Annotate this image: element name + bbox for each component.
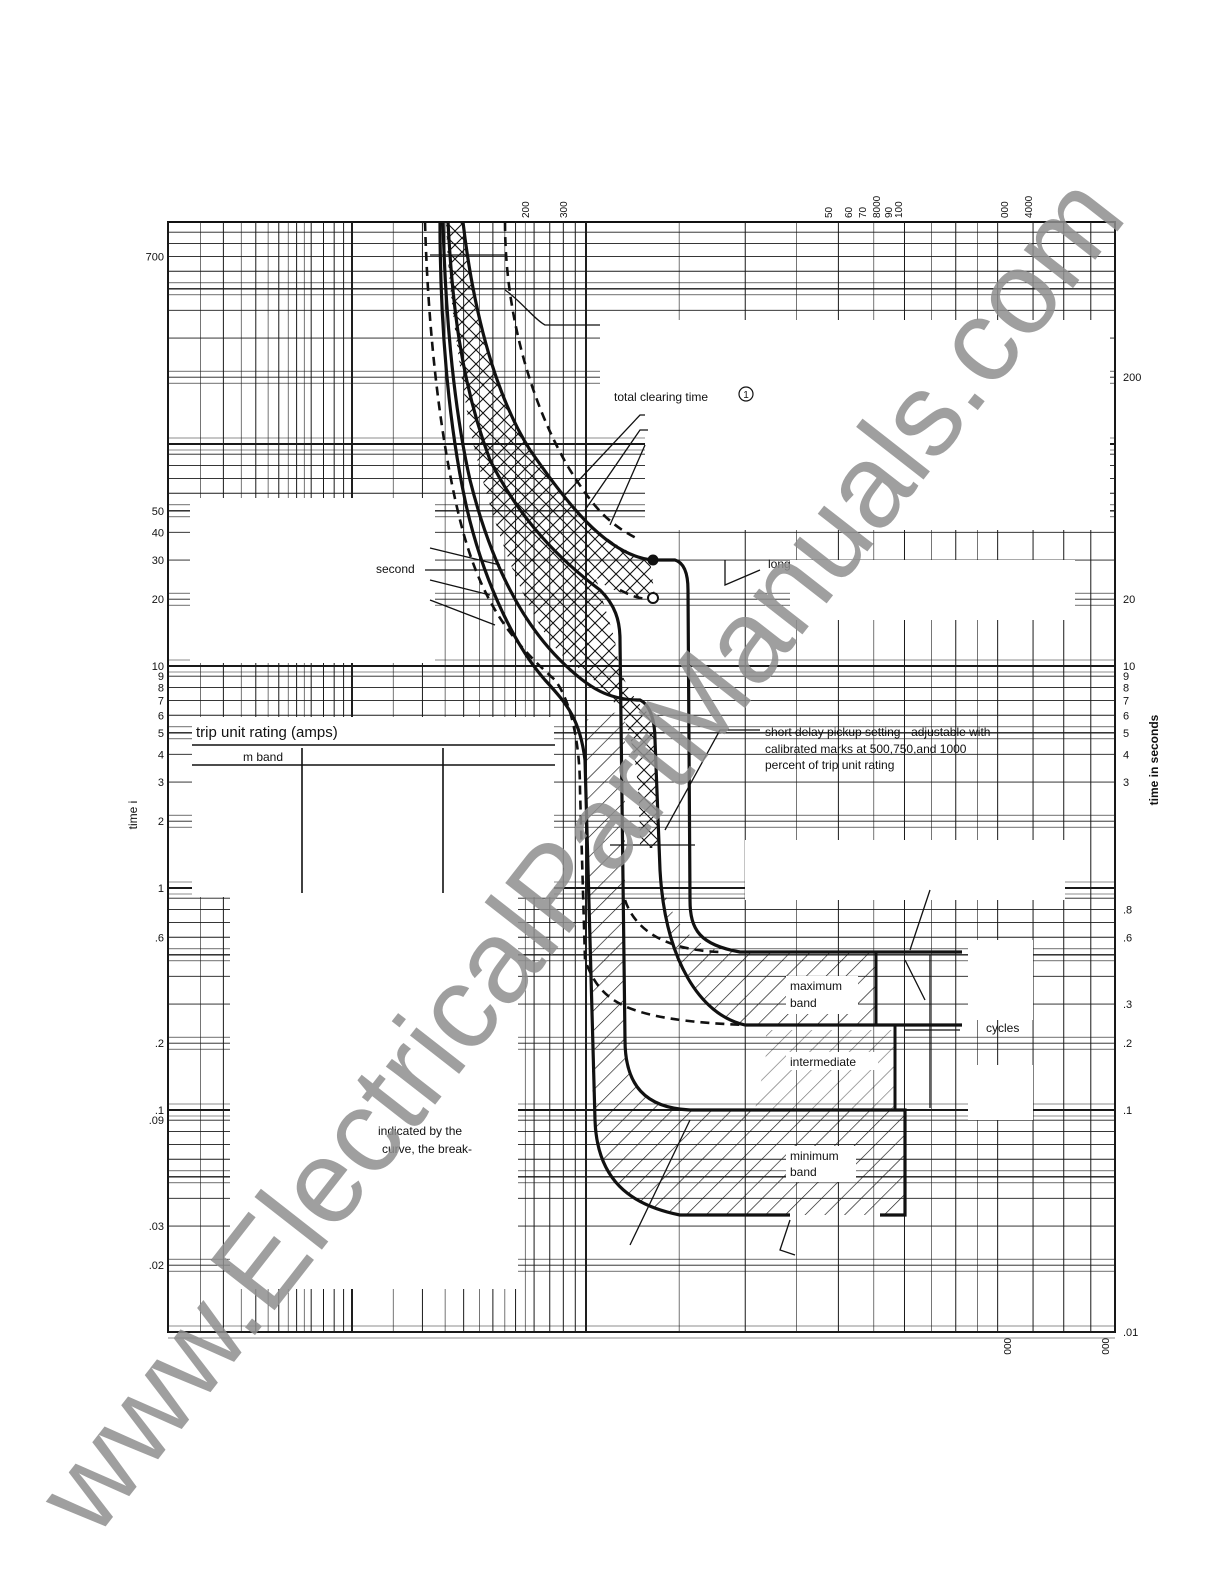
right-tick-label: .2 (1123, 1038, 1132, 1050)
left-tick-label: 1 (158, 883, 164, 895)
dashed-outer (503, 221, 641, 542)
pickup-dot-open (647, 592, 659, 604)
label-second: second (376, 562, 415, 576)
bottom-tick-label: 000 (1099, 1338, 1110, 1355)
top-tick-label: 300 (559, 201, 570, 218)
right-tick-label: 4 (1123, 749, 1129, 761)
left-tick-label: 9 (158, 671, 164, 683)
max-band-box (874, 952, 897, 1110)
min-curve-outer (438, 221, 790, 1217)
left-tick-label: 7 (158, 695, 164, 707)
top-tick-label: 8000 (872, 195, 883, 218)
right-tick-label: .8 (1123, 905, 1132, 917)
right-tick-label: 5 (1123, 728, 1129, 740)
label-intermediate: intermediate (790, 1055, 856, 1069)
long-time-band (446, 222, 658, 848)
top-tick-label: 200 (521, 201, 532, 218)
top-tick-label: 60 (844, 206, 855, 218)
label-long: long (768, 557, 791, 571)
left-tick-label: .03 (149, 1221, 164, 1233)
top-tick-label: 4000 (1024, 195, 1035, 218)
label-total-clearing-note: 1 (743, 390, 749, 401)
table-col1: m band (243, 750, 283, 764)
label-total-clearing: total clearing time (614, 390, 708, 404)
left-tick-label: .2 (155, 1038, 164, 1050)
label-indicated-1: indicated by the (378, 1124, 462, 1138)
label-min-band-2: band (790, 1165, 817, 1179)
left-tick-label: 20 (152, 594, 164, 606)
right-tick-label: 7 (1123, 695, 1129, 707)
max-curve-outer (461, 221, 962, 954)
leader-lines (425, 254, 960, 1256)
label-short-delay-1: short delay pickup setting - adjustable … (765, 725, 990, 739)
left-tick-label: 2 (158, 816, 164, 828)
annotations: total clearing time 1 long second short … (376, 386, 1019, 1182)
right-tick-label: 10 (1123, 661, 1135, 673)
bottom-tick-label: 000 (1001, 1338, 1012, 1355)
left-tick-label: 10 (152, 661, 164, 673)
right-tick-label: 6 (1123, 710, 1129, 722)
trip-unit-table: trip unit rating (amps) m band (192, 717, 555, 1289)
long-curve-mid (446, 221, 907, 1217)
tick-labels: 7005040302010987654321.6.2.1.09.03.02200… (146, 195, 1142, 1355)
dashed-inner (423, 221, 746, 1027)
right-tick-label: 3 (1123, 777, 1129, 789)
label-min-band-1: minimum (790, 1149, 839, 1163)
right-tick-label: 8 (1123, 683, 1129, 695)
left-tick-label: .09 (149, 1115, 164, 1127)
left-tick-label: 6 (158, 710, 164, 722)
right-tick-label: .1 (1123, 1105, 1132, 1117)
left-tick-label: .1 (155, 1105, 164, 1117)
table-title: trip unit rating (amps) (196, 724, 338, 741)
top-tick-label: 90 (884, 206, 895, 218)
label-max-band-1: maximum (790, 979, 842, 993)
top-tick-label: 000 (1000, 201, 1011, 218)
left-tick-label: 4 (158, 749, 164, 761)
y-axis-left-title: time i (126, 801, 140, 830)
pickup-dot-filled (647, 554, 659, 566)
left-tick-label: .6 (155, 932, 164, 944)
label-short-delay-3: percent of trip unit rating (765, 758, 894, 772)
top-tick-label: 100 (894, 201, 905, 218)
label-max-band-2: band (790, 996, 817, 1010)
right-tick-label: .3 (1123, 999, 1132, 1011)
right-tick-label: .6 (1123, 932, 1132, 944)
left-tick-label: .02 (149, 1260, 164, 1272)
inner-curve (441, 221, 962, 1027)
left-tick-label: 8 (158, 683, 164, 695)
label-short-delay-2: calibrated marks at 500,750,and 1000 (765, 742, 967, 756)
label-indicated-2: curve, the break- (382, 1142, 472, 1156)
trip-curves (423, 221, 962, 1217)
right-tick-label: 200 (1123, 372, 1141, 384)
right-tick-label: 9 (1123, 671, 1129, 683)
left-tick-label: 50 (152, 506, 164, 518)
left-tick-label: 40 (152, 527, 164, 539)
right-tick-label: .01 (1123, 1327, 1138, 1339)
minimum-band (585, 710, 905, 1215)
top-tick-label: 70 (858, 206, 869, 218)
left-tick-label: 5 (158, 728, 164, 740)
blank-areas (190, 320, 1110, 1120)
label-cycles: cycles (986, 1021, 1019, 1035)
top-tick-label: 50 (824, 206, 835, 218)
left-tick-label: 3 (158, 777, 164, 789)
right-tick-label: 20 (1123, 594, 1135, 606)
y-axis-right-title: time in seconds (1147, 714, 1161, 805)
left-tick-label: 700 (146, 251, 164, 263)
left-tick-label: 30 (152, 555, 164, 567)
